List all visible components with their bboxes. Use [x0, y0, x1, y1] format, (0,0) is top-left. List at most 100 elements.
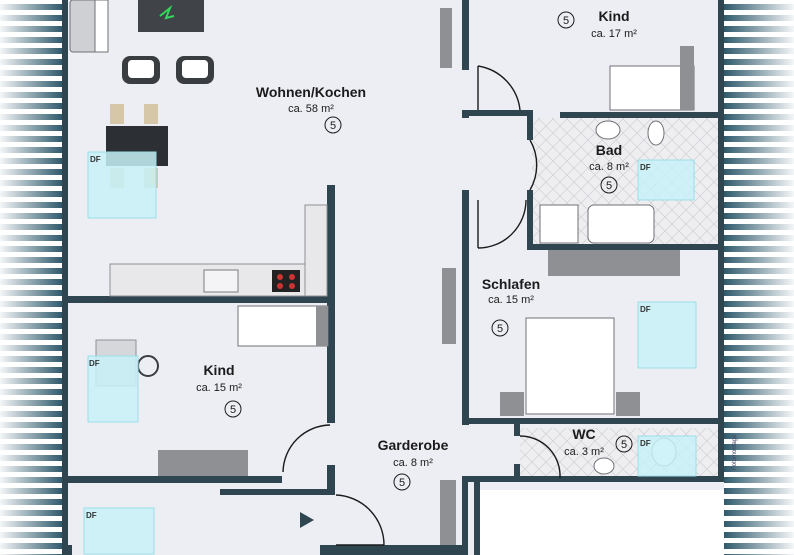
- roof-stripe: [0, 92, 62, 98]
- roof-stripe: [724, 81, 794, 87]
- roof-stripe: [724, 433, 794, 439]
- roof-stripe: [724, 70, 794, 76]
- room-name: Kind: [598, 8, 629, 24]
- roof-stripe: [0, 444, 62, 450]
- roof-stripe: [724, 488, 794, 494]
- roof-stripe: [724, 257, 794, 263]
- roof-stripe: [0, 488, 62, 494]
- room-kind-left: Kind ca. 15 m² 5: [196, 362, 242, 418]
- doors: [282, 65, 561, 546]
- roof-stripe: [724, 411, 794, 417]
- roof-stripe: [724, 290, 794, 296]
- roof-stripe: [724, 235, 794, 241]
- roof-stripe: [724, 334, 794, 340]
- room-name: Garderobe: [378, 437, 449, 453]
- roof-stripe: [0, 279, 62, 285]
- roof-stripe: [724, 510, 794, 516]
- roof-stripe: [0, 158, 62, 164]
- roof-stripe: [724, 191, 794, 197]
- roof-stripe: [0, 532, 62, 538]
- walls: [62, 0, 724, 555]
- roof-stripe: [724, 4, 794, 10]
- roof-stripe: [724, 301, 794, 307]
- roof-stripe: [0, 114, 62, 120]
- roof-stripe: [724, 213, 794, 219]
- skylight-wc: [637, 435, 697, 477]
- roof-stripe: [0, 257, 62, 263]
- roof-stripe: [0, 26, 62, 32]
- roof-stripe: [724, 92, 794, 98]
- roof-stripe: [724, 378, 794, 384]
- roof-stripe: [724, 422, 794, 428]
- roof-stripe: [0, 246, 62, 252]
- roof-stripe: [0, 202, 62, 208]
- roof-stripe: [724, 26, 794, 32]
- df-label: DF: [640, 163, 651, 172]
- roof-stripe: [0, 477, 62, 483]
- room-name: WC: [572, 426, 595, 442]
- roof-stripe: [724, 312, 794, 318]
- room-area: ca. 8 m²: [589, 161, 629, 173]
- entrance-arrow-icon: [300, 512, 314, 528]
- roof-stripe: [0, 125, 62, 131]
- roof-stripe: [0, 378, 62, 384]
- roof-stripe: [0, 81, 62, 87]
- roof-stripe: [724, 521, 794, 527]
- skylight-kids: [87, 355, 139, 423]
- roof-stripe: [724, 279, 794, 285]
- room-area: ca. 17 m²: [591, 28, 637, 40]
- roof-stripe: [0, 521, 62, 527]
- roof-stripe: [0, 70, 62, 76]
- roof-stripe: [724, 224, 794, 230]
- df-label: DF: [640, 305, 651, 314]
- df-label: DF: [86, 511, 97, 520]
- roof-stripe: [0, 510, 62, 516]
- roof-stripe: [0, 103, 62, 109]
- roof-stripe: [0, 213, 62, 219]
- room-name: Wohnen/Kochen: [256, 84, 366, 100]
- df-label: DF: [640, 439, 651, 448]
- room-name: Schlafen: [482, 276, 540, 292]
- roof-stripe: [724, 59, 794, 65]
- df-label: DF: [89, 359, 100, 368]
- roof-stripe: [724, 202, 794, 208]
- roof-stripe: [0, 499, 62, 505]
- roof-stripe: [724, 147, 794, 153]
- room-name: Kind: [203, 362, 234, 378]
- room-kind-top: Kind ca. 17 m² 5: [557, 8, 637, 40]
- roof-stripe: [724, 367, 794, 373]
- roof-stripe: [724, 125, 794, 131]
- roof-stripe: [0, 224, 62, 230]
- skylight-hall: [83, 507, 155, 555]
- room-number: 5: [621, 439, 627, 451]
- skylights: [83, 151, 697, 555]
- room-area: ca. 15 m²: [488, 294, 534, 306]
- roof-stripe: [724, 466, 794, 472]
- roof-stripe: [0, 323, 62, 329]
- room-number: 5: [399, 477, 405, 489]
- roof-stripe: [724, 400, 794, 406]
- room-garderobe: Garderobe ca. 8 m² 5: [378, 437, 449, 491]
- roof-stripe: [0, 191, 62, 197]
- room-number: 5: [230, 404, 236, 416]
- roof-stripe: [0, 466, 62, 472]
- roof-stripe: [724, 499, 794, 505]
- left-roof-stripes: [0, 4, 62, 555]
- roof-stripe: [724, 114, 794, 120]
- roof-stripe: [724, 48, 794, 54]
- roof-stripe: [724, 268, 794, 274]
- roof-stripe: [724, 323, 794, 329]
- roof-stripe: [0, 345, 62, 351]
- skylight-bedroom: [637, 301, 697, 369]
- room-area: ca. 15 m²: [196, 382, 242, 394]
- room-number: 5: [606, 180, 612, 192]
- roof-stripe: [0, 48, 62, 54]
- roof-stripe: [724, 455, 794, 461]
- roof-stripe: [724, 345, 794, 351]
- right-roof-stripes: [724, 4, 794, 555]
- roof-stripe: [0, 312, 62, 318]
- room-schlafen: Schlafen ca. 15 m² 5: [482, 276, 540, 337]
- room-area: ca. 3 m²: [564, 446, 604, 458]
- roof-stripe: [0, 268, 62, 274]
